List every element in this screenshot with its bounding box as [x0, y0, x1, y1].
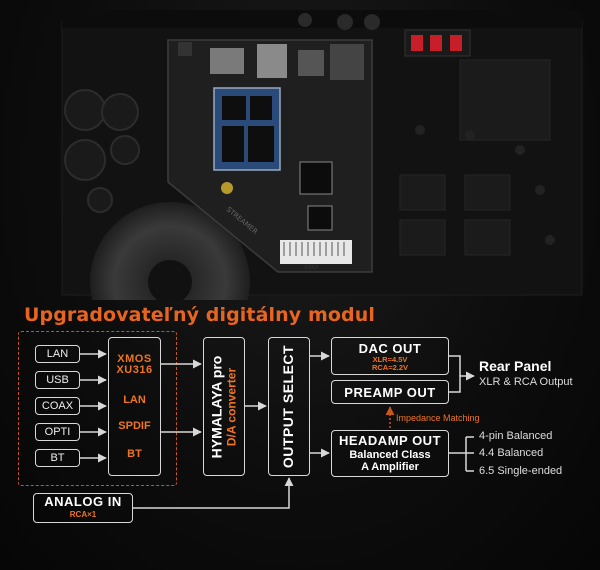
- svg-text:XXXX: XXXX: [304, 264, 319, 271]
- dac-out-xlr: XLR=4.5V: [372, 354, 408, 364]
- preamp-out-block: PREAMP OUT: [331, 380, 449, 404]
- da-converter-block: HYMALAYA pro D/A converter: [203, 337, 245, 476]
- output-select-block: OUTPUT SELECT: [268, 337, 310, 476]
- headamp-out-line2: Balanced Class: [349, 448, 431, 461]
- impedance-matching-label: Impedance Matching: [396, 413, 480, 423]
- rear-panel-title: Rear Panel: [479, 358, 552, 374]
- output-65-single-ended: 6.5 Single-ended: [479, 465, 563, 477]
- output-select-label: OUTPUT SELECT: [280, 344, 297, 469]
- source-bt: BT: [127, 448, 142, 460]
- source-lan: LAN: [123, 394, 146, 406]
- input-bt: BT: [35, 449, 80, 467]
- output-44-balanced: 4.4 Balanced: [479, 447, 544, 459]
- source-xmos: XMOS XU316: [116, 353, 153, 376]
- dac-out-title: DAC OUT: [358, 340, 422, 356]
- headamp-out-title: HEADAMP OUT: [338, 432, 442, 448]
- input-coax: COAX: [35, 397, 80, 415]
- output-4pin-balanced: 4-pin Balanced: [479, 430, 553, 442]
- input-opti: OPTI: [35, 423, 80, 441]
- converter-name: HYMALAYA pro: [208, 355, 224, 458]
- rear-panel-subtitle: XLR & RCA Output: [479, 376, 573, 388]
- source-processors: XMOS XU316 LAN SPDIF BT: [108, 337, 161, 476]
- digital-module-outline: [18, 331, 177, 486]
- headamp-out-line3: A Amplifier: [361, 460, 419, 473]
- input-usb: USB: [35, 371, 80, 389]
- analog-in-title: ANALOG IN: [44, 494, 122, 509]
- converter-type: D/A converter: [224, 367, 238, 446]
- headamp-out-block: HEADAMP OUT Balanced Class A Amplifier: [331, 430, 449, 477]
- analog-in-sub: RCA×1: [69, 510, 97, 519]
- input-lan: LAN: [35, 345, 80, 363]
- dac-out-block: DAC OUT XLR=4.5V RCA=2.2V: [331, 337, 449, 375]
- source-spdif: SPDIF: [118, 420, 151, 432]
- dac-out-rca: RCA=2.2V: [371, 362, 409, 372]
- page-title: Upgradovateľný digitálny modul: [24, 304, 375, 326]
- analog-in-block: ANALOG IN RCA×1: [33, 493, 133, 523]
- device-internals-photo: XXXX STREAMER: [61, 13, 583, 300]
